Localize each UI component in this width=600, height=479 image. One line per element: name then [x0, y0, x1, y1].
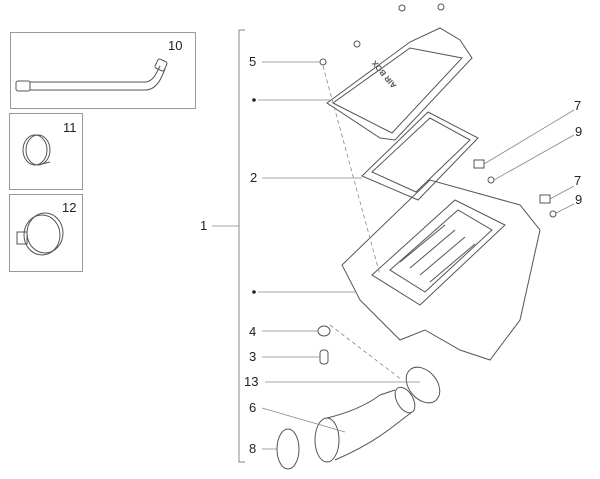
- assembly-bracket: [238, 29, 245, 463]
- callout-13: 13: [244, 374, 259, 389]
- callout-7-upper: 7: [574, 98, 582, 113]
- intake-duct-part-6: [314, 386, 416, 463]
- clamp-part-4: [317, 325, 331, 337]
- callout-3: 3: [249, 349, 257, 364]
- plug-part-3: [319, 349, 329, 365]
- filter-element-part-2: [361, 111, 479, 201]
- callout-12: 12: [62, 200, 77, 215]
- part-box-11: [9, 113, 83, 190]
- callout-2: 2: [250, 170, 258, 185]
- part-box-12: [9, 194, 83, 272]
- airbox-lid: [326, 27, 473, 141]
- clamp-part-11: [22, 134, 51, 166]
- clamp-part-12: [16, 212, 64, 256]
- hose-part-10: [15, 58, 168, 92]
- callout-6: 6: [249, 400, 257, 415]
- callout-7-lower: 7: [574, 173, 582, 188]
- callout-1: 1: [200, 218, 208, 233]
- clip-part-7-upper: [473, 159, 485, 169]
- callout-8: 8: [249, 441, 257, 456]
- clamp-part-8: [276, 428, 300, 470]
- callout-9-upper: 9: [575, 124, 583, 139]
- callout-4: 4: [249, 324, 257, 339]
- nut-part-9-lower: [549, 210, 557, 218]
- airbox-body: [341, 179, 541, 361]
- part-box-10: [10, 32, 196, 109]
- seal-part-13: [405, 366, 441, 404]
- callout-10: 10: [168, 38, 183, 53]
- nut-part-9-upper: [487, 176, 495, 184]
- clip-part-7-lower: [539, 194, 551, 204]
- leader-lines: [212, 61, 575, 450]
- callout-11: 11: [63, 120, 77, 135]
- callout-5: 5: [249, 54, 257, 69]
- callout-9-lower: 9: [575, 192, 583, 207]
